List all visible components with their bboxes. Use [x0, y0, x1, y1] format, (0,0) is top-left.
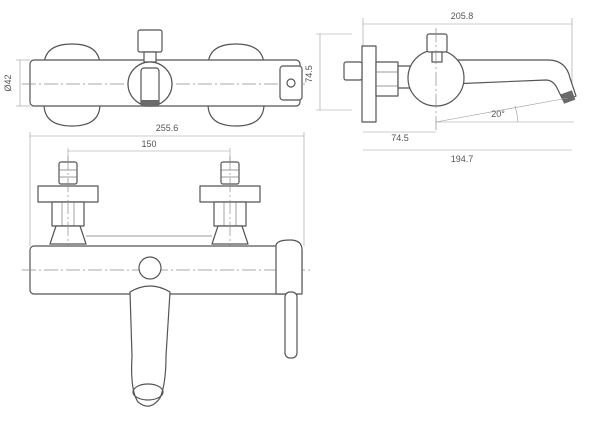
top-view-left-wall-flange: [43, 43, 101, 67]
top-view-lever-stem: [143, 51, 157, 63]
front-view-spout-outlet: [132, 383, 164, 401]
side-view-angle-line: [435, 97, 569, 123]
front-view-spout: [129, 285, 171, 407]
side-view-lever-stem: [431, 51, 443, 63]
top-view-handle-button: [286, 78, 296, 88]
top-view-aerator-mesh: [141, 100, 159, 106]
side-view-spout-length-label: 194.7: [451, 154, 474, 164]
side-view-nut: [375, 61, 399, 97]
front-view-handle: [275, 239, 303, 295]
top-view-handle-end: [279, 65, 303, 101]
side-view-width-label: 205.8: [451, 11, 474, 21]
side-view-wall-plate: [361, 45, 377, 123]
top-view-lever-knob: [137, 29, 163, 53]
front-view-handle-lever: [284, 291, 298, 359]
side-view-spout-tip: [560, 90, 576, 104]
front-view-total-width-label: 255.6: [156, 123, 179, 133]
front-view-diverter-knob: [138, 256, 162, 280]
side-view-height-label: 74.5: [304, 65, 314, 83]
side-view-depth-label: 74.5: [391, 133, 409, 143]
top-view-right-wall-flange-bottom: [207, 103, 265, 127]
side-view: 205.8 74.5 74.5 194.7 20°: [304, 11, 577, 164]
top-view-right-wall-flange: [207, 43, 265, 67]
top-view: Ø42: [3, 29, 308, 127]
side-view-lever-knob: [426, 33, 448, 53]
top-view-diameter-label: Ø42: [3, 74, 13, 91]
front-view-center-distance-label: 150: [141, 139, 156, 149]
side-view-hot-inlet: [343, 61, 363, 81]
front-view: 255.6 150: [22, 123, 310, 407]
side-view-spout: [449, 59, 577, 103]
top-view-left-wall-flange-bottom: [43, 103, 101, 127]
side-view-angle-label: 20°: [491, 109, 505, 119]
